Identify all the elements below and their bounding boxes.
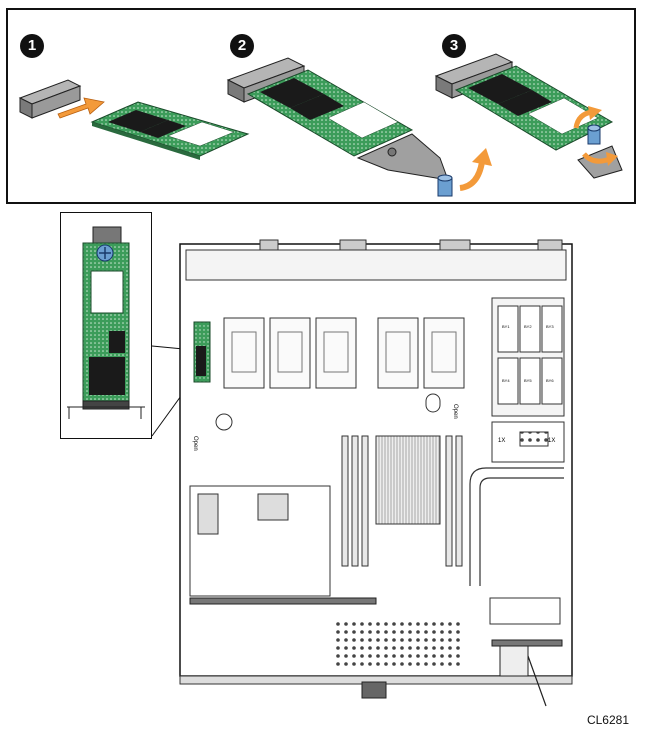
standoff-screw-2 xyxy=(437,174,453,197)
drive-bay-cage: BY1 BY2 BY3 BY4 BY5 BY6 xyxy=(491,297,565,417)
rear-panel xyxy=(185,249,567,281)
insert-arrow xyxy=(57,97,105,119)
drive-label-4: BY4 xyxy=(502,378,510,383)
m2-ssd-card-step2 xyxy=(246,69,414,157)
step-2-illustration xyxy=(226,57,492,197)
cpu-heatsink xyxy=(375,435,441,525)
installation-steps-panel: 1 2 3 xyxy=(6,8,636,204)
chassis-top-view: Open Open BY1 BY2 BY3 BY4 BY5 BY6 1X 1X xyxy=(151,239,573,707)
front-crossbar xyxy=(189,597,377,605)
cpu-socket-row xyxy=(223,317,465,389)
open-label-right: Open xyxy=(452,404,458,419)
latch-left xyxy=(215,413,233,431)
dimm-slots xyxy=(341,435,463,567)
ssd-detail-inset xyxy=(60,212,152,439)
drive-label-1: BY1 xyxy=(502,324,510,329)
latch-right xyxy=(425,393,441,413)
ssd-detail-illustration xyxy=(67,226,145,419)
drive-label-5: BY5 xyxy=(524,378,532,383)
steps-illustration xyxy=(18,53,623,197)
rotate-arrows-3 xyxy=(573,106,618,166)
m2-ssd-card-step3 xyxy=(454,65,614,151)
step-1-illustration xyxy=(18,79,250,160)
drive-label-6: BY6 xyxy=(546,378,554,383)
front-vents xyxy=(336,620,460,668)
step-3-illustration xyxy=(434,53,623,179)
bay-label-left: 1X xyxy=(498,438,505,444)
front-knob xyxy=(361,681,387,699)
drive-label-3: BY3 xyxy=(546,324,554,329)
rotate-arrow-2 xyxy=(459,148,492,191)
step-3-badge: 3 xyxy=(442,34,466,58)
m2-socket-connector xyxy=(18,79,82,119)
step-2-badge: 2 xyxy=(230,34,254,58)
standoff-screw-3 xyxy=(587,124,601,145)
open-label-left: Open xyxy=(192,436,198,451)
release-handle xyxy=(499,645,529,677)
m2-ssd-card-step1 xyxy=(90,101,250,160)
step-1-badge: 1 xyxy=(20,34,44,58)
drive-label-2: BY2 xyxy=(524,324,532,329)
figure-id-caption: CL6281 xyxy=(586,713,629,727)
retention-bracket xyxy=(356,133,449,181)
bay-label-right: 1X xyxy=(548,438,555,444)
